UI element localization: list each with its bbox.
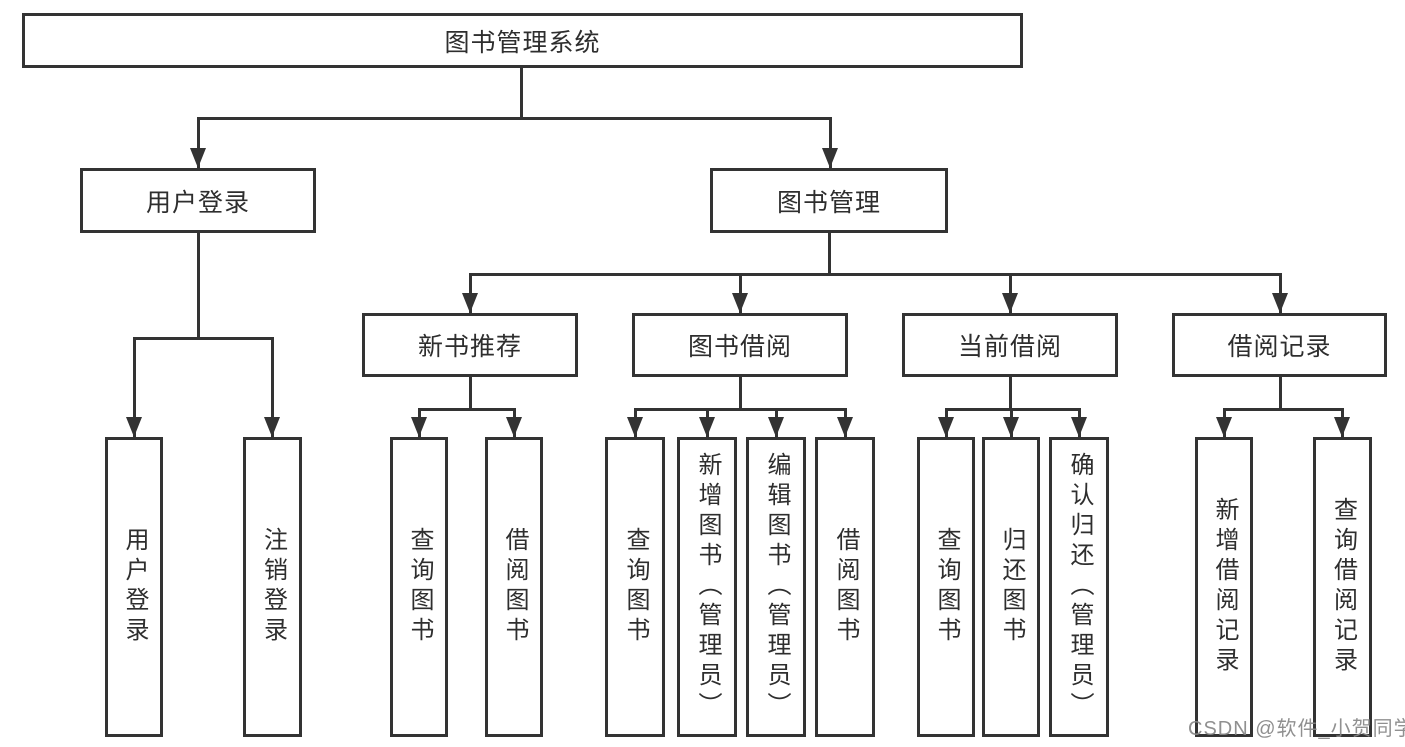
arrowhead-icon	[627, 417, 643, 437]
leaf-label: 确认归还（管理员）	[1066, 452, 1093, 722]
node-label: 图书借阅	[687, 333, 792, 361]
node-book-management: 图书管理	[710, 168, 948, 233]
connector-l2-hline	[197, 117, 832, 120]
node-user-login: 用户登录	[80, 168, 316, 233]
arrowhead-icon	[938, 417, 954, 437]
leaf-borrow-books: 借阅图书	[815, 437, 875, 737]
connector-borrow-record-hline	[1223, 408, 1344, 411]
leaf-borrow-books-recommend: 借阅图书	[485, 437, 543, 737]
leaf-label: 借阅图书	[832, 527, 859, 647]
leaf-query-books-borrow: 查询图书	[605, 437, 665, 737]
arrowhead-icon	[190, 148, 206, 168]
connector-new-book-stem	[469, 377, 472, 411]
leaf-label: 新增借阅记录	[1211, 497, 1238, 677]
arrowhead-icon	[1334, 417, 1350, 437]
node-label: 图书管理系统	[444, 28, 601, 57]
leaf-query-borrow-record: 查询借阅记录	[1313, 437, 1372, 737]
connector-book-borrow-stem	[739, 377, 742, 411]
node-label: 当前借阅	[957, 333, 1062, 361]
leaf-label: 查询图书	[622, 527, 649, 647]
leaf-label: 编辑图书（管理员）	[763, 452, 790, 722]
leaf-label: 查询图书	[406, 527, 433, 647]
node-book-borrow: 图书借阅	[632, 313, 848, 377]
connector-user-login-stem	[197, 233, 200, 339]
arrowhead-icon	[1002, 293, 1018, 313]
connector-drop-leaf	[133, 337, 136, 437]
node-current-borrow: 当前借阅	[902, 313, 1118, 377]
arrowhead-icon	[1216, 417, 1232, 437]
arrowhead-icon	[768, 417, 784, 437]
arrowhead-icon	[264, 417, 280, 437]
connector-root-stem	[520, 68, 523, 119]
arrowhead-icon	[462, 293, 478, 313]
arrowhead-icon	[1272, 293, 1288, 313]
leaf-query-books-recommend: 查询图书	[390, 437, 448, 737]
leaf-label: 注销登录	[259, 527, 287, 647]
arrowhead-icon	[1003, 417, 1019, 437]
leaf-add-borrow-record: 新增借阅记录	[1195, 437, 1253, 737]
leaf-confirm-return-admin: 确认归还（管理员）	[1049, 437, 1109, 737]
connector-drop-book-mgmt	[829, 117, 832, 168]
leaf-label: 新增图书（管理员）	[694, 452, 721, 722]
connector-user-login-hline	[133, 337, 274, 340]
leaf-label: 用户登录	[121, 527, 148, 647]
leaf-label: 归还图书	[998, 527, 1025, 647]
connector-current-borrow-stem	[1009, 377, 1012, 411]
leaf-add-books-admin: 新增图书（管理员）	[677, 437, 737, 737]
leaf-label: 查询图书	[933, 527, 960, 647]
leaf-label: 借阅图书	[501, 527, 528, 647]
node-new-book-recommend: 新书推荐	[362, 313, 578, 377]
arrowhead-icon	[732, 293, 748, 313]
arrowhead-icon	[837, 417, 853, 437]
leaf-return-books: 归还图书	[982, 437, 1040, 737]
node-label: 新书推荐	[417, 333, 522, 361]
arrowhead-icon	[699, 417, 715, 437]
leaf-query-books-current: 查询图书	[917, 437, 975, 737]
node-label: 借阅记录	[1227, 333, 1332, 361]
leaf-user-login: 用户登录	[105, 437, 163, 737]
arrowhead-icon	[126, 417, 142, 437]
node-library-management-system: 图书管理系统	[22, 13, 1023, 68]
connector-new-book-hline	[418, 408, 516, 411]
arrowhead-icon	[411, 417, 427, 437]
leaf-edit-books-admin: 编辑图书（管理员）	[746, 437, 806, 737]
node-borrow-records: 借阅记录	[1172, 313, 1387, 377]
connector-drop-leaf	[271, 337, 274, 437]
connector-book-borrow-hline	[634, 408, 846, 411]
connector-l3-hline	[469, 273, 1282, 276]
node-label: 图书管理	[776, 188, 881, 217]
connector-drop-user-login	[197, 117, 200, 168]
node-label: 用户登录	[145, 188, 250, 217]
leaf-logout: 注销登录	[243, 437, 302, 737]
arrowhead-icon	[822, 148, 838, 168]
leaf-label: 查询借阅记录	[1329, 497, 1357, 677]
arrowhead-icon	[506, 417, 522, 437]
csdn-watermark: CSDN @软件_小贺同学	[1188, 718, 1405, 740]
connector-book-mgmt-stem	[828, 233, 831, 276]
connector-borrow-record-stem	[1279, 377, 1282, 411]
arrowhead-icon	[1071, 417, 1087, 437]
